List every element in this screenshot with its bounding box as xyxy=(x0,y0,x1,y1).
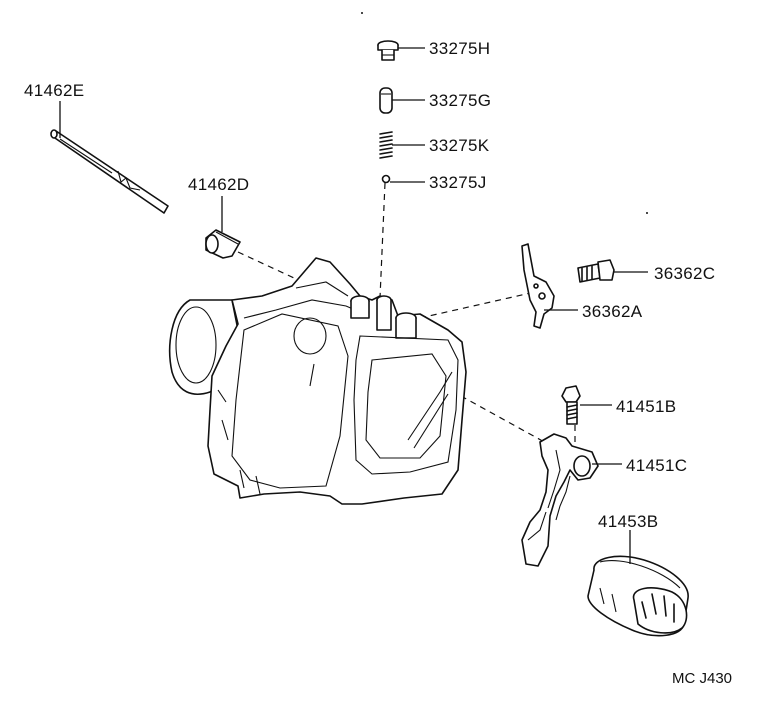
diagram-code: MC J430 xyxy=(672,670,732,687)
label-41462e: 41462E xyxy=(24,81,84,100)
scan-marks xyxy=(361,12,648,214)
hub-sleeve-part xyxy=(587,555,689,637)
shift-fork-part xyxy=(521,433,599,567)
label-33275g: 33275G xyxy=(429,91,491,110)
bracket-part xyxy=(521,243,555,329)
label-33275j: 33275J xyxy=(429,173,487,192)
leader-lines xyxy=(59,47,648,564)
label-41453b: 41453B xyxy=(598,512,658,531)
bolt-part xyxy=(577,259,615,283)
fork-bolt-part xyxy=(561,385,581,425)
label-33275h: 33275H xyxy=(429,39,490,58)
label-41462d: 41462D xyxy=(188,175,249,194)
transmission-case xyxy=(169,257,467,505)
collar-part xyxy=(205,229,241,259)
detent-stack xyxy=(377,40,399,184)
label-36362c: 36362C xyxy=(654,264,715,283)
label-41451b: 41451B xyxy=(616,397,676,416)
label-36362a: 36362A xyxy=(582,302,643,321)
part-labels: 33275H 33275G 33275K 33275J 41462E 41462… xyxy=(24,39,732,687)
label-41451c: 41451C xyxy=(626,456,687,475)
shift-rod-part xyxy=(50,129,169,214)
label-33275k: 33275K xyxy=(429,136,490,155)
